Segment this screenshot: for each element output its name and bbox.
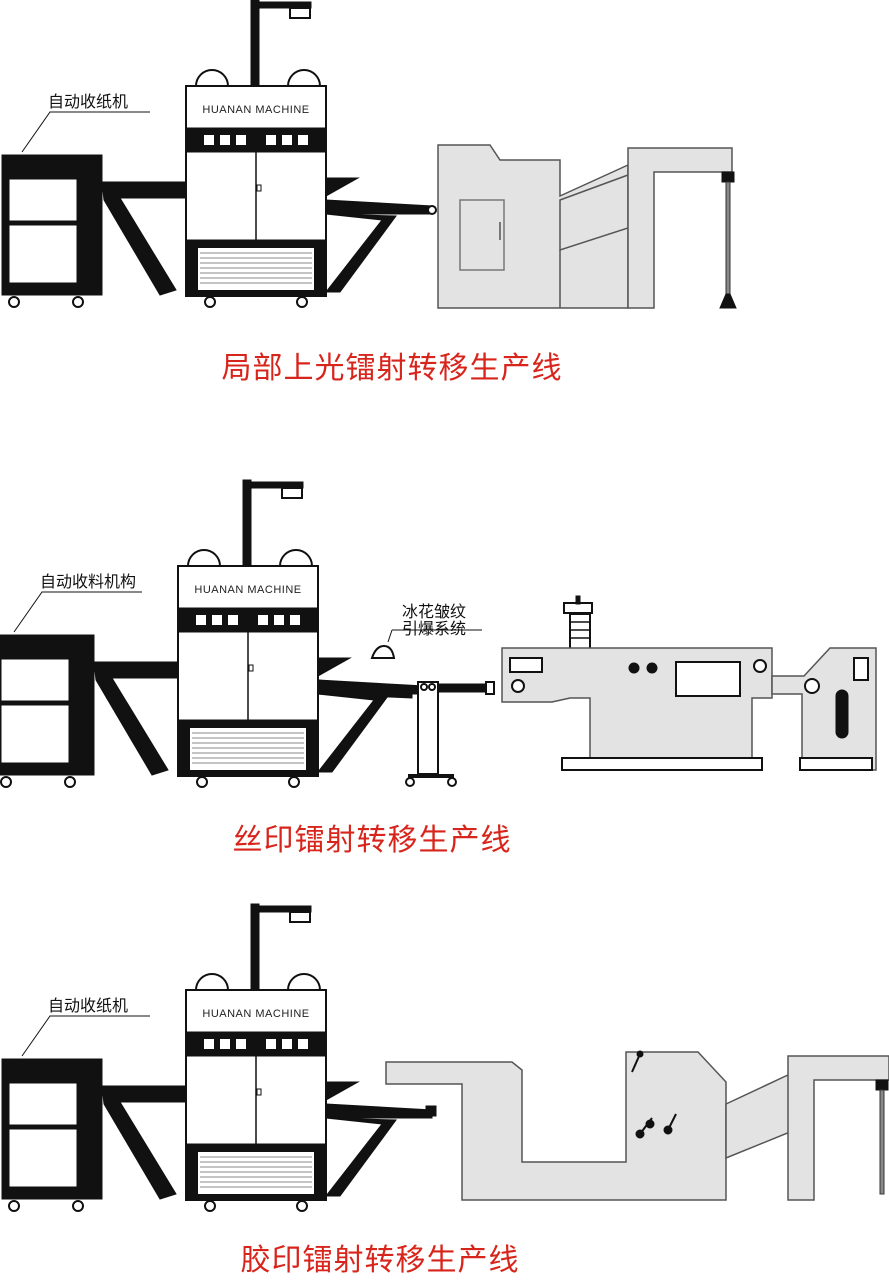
device-label-line2: 引爆系统: [402, 619, 466, 638]
line-caption: 丝印镭射转移生产线: [233, 823, 512, 858]
brand-label: HUANAN MACHINE: [202, 104, 309, 116]
device-label-line1: 冰花皱纹: [402, 602, 466, 621]
brand-label: HUANAN MACHINE: [194, 584, 301, 596]
line-caption: 胶印镭射转移生产线: [241, 1243, 520, 1278]
feeder-frame: [627, 147, 733, 309]
line-2: 自动收料机构 HUANAN MACHINE 冰花皱纹 引爆系统 丝印镭射转移生产…: [0, 479, 877, 858]
collector-label: 自动收料机构: [40, 572, 136, 591]
line-3: 自动收纸机 HUANAN MACHINE 胶印镭射转移生产线: [1, 903, 889, 1278]
collector-label: 自动收纸机: [48, 92, 128, 111]
brand-label: HUANAN MACHINE: [202, 1008, 309, 1020]
offset-press: [385, 1051, 727, 1201]
collector-label: 自动收纸机: [48, 996, 128, 1015]
line-1: 自动收纸机 HUANAN MACHINE 局部上光镭射转移生产线: [1, 0, 737, 386]
line-caption: 局部上光镭射转移生产线: [222, 351, 563, 386]
